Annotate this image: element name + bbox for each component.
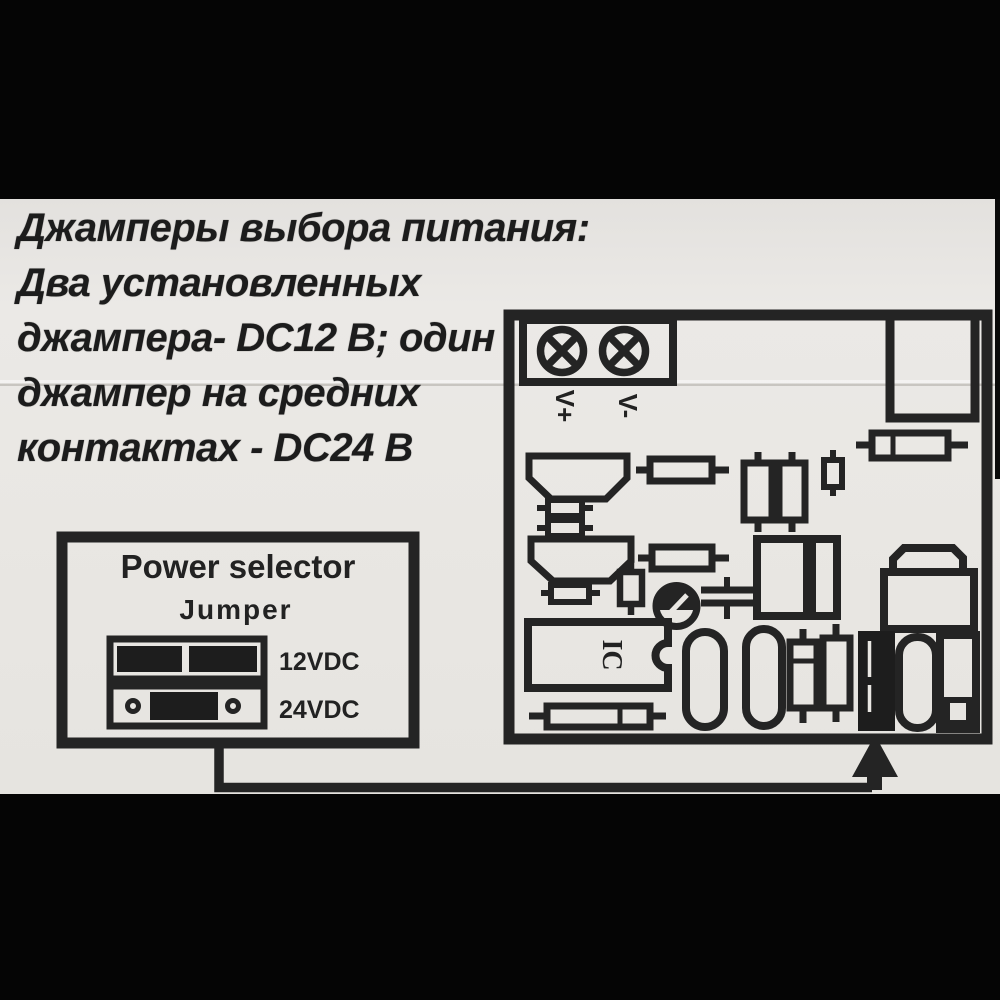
power-selector-title: Power selector: [121, 548, 356, 585]
photo-edge-artifact: [995, 199, 1000, 479]
connector-line: [214, 747, 872, 793]
power-selector-box: Power selector Jumper 12VDC 24VDC: [56, 531, 420, 749]
component-right-box: [936, 631, 980, 733]
terminal-block-body: [519, 316, 677, 386]
diode-vertical-1: [616, 561, 646, 615]
instruction-line-1: Джамперы выбора питания:: [17, 206, 590, 250]
resistor-mid-2: [638, 543, 729, 573]
paper-crease: [0, 380, 1000, 386]
instruction-line-3: джампера- DC12 В; один: [17, 316, 495, 360]
arrow-up-icon: [852, 735, 898, 777]
jumper-row-12vdc: [106, 635, 268, 683]
resistor-bottom-long: [529, 702, 666, 731]
ic-label: IC: [596, 639, 627, 670]
relay-block-small: [808, 535, 841, 620]
screw-terminal-negative-icon: [598, 325, 650, 377]
screw-terminal-positive-icon: [536, 325, 588, 377]
capacitor-oval-2: [742, 625, 786, 730]
label-24vdc: 24VDC: [279, 696, 360, 724]
resistor-vertical-a: [740, 452, 776, 532]
ic-chip: IC: [524, 618, 672, 692]
relay-block-large: [753, 535, 811, 620]
connector-arrow: [214, 735, 898, 793]
instruction-line-2: Два установленных: [17, 261, 421, 305]
pcb-board: V+ V-: [503, 309, 993, 745]
jumper-instructions-text: Джамперы выбора питания: Два установленн…: [17, 201, 590, 476]
transistor-2: [527, 535, 635, 585]
terminal-label-v-plus: V+: [550, 390, 580, 423]
jumper-header-12vdc: [106, 635, 268, 683]
pcb-outline: [503, 309, 993, 745]
instruction-line-4: джампер на средних: [17, 371, 420, 415]
jumper-pin-left: [125, 698, 141, 714]
jumper-row-24vdc: [106, 682, 268, 730]
trimmer-icon: [652, 582, 701, 630]
resistor-small-1: [537, 497, 593, 519]
power-jumper-block: [858, 631, 895, 731]
label-12vdc: 12VDC: [279, 648, 360, 676]
capacitor-oval-1: [682, 628, 728, 731]
jumper-label: Jumper: [179, 594, 292, 625]
instruction-line-5: контактах - DC24 В: [17, 426, 413, 470]
resistor-bottom-v1: [786, 629, 821, 723]
resistor-vertical-b: [775, 452, 809, 532]
jumper-shunt-left: [117, 646, 182, 672]
jumper-header-24vdc: [106, 682, 268, 730]
jumper-shunt-right: [189, 646, 257, 672]
resistor-top-right: [856, 429, 968, 462]
capacitor-icon: [701, 577, 754, 619]
jumper-pin-right: [225, 698, 241, 714]
resistor-mid-1: [636, 455, 729, 485]
resistor-small-2: [537, 517, 593, 539]
component-top-right-box: [885, 311, 980, 423]
resistor-bottom-v2: [819, 624, 854, 722]
buzzer-component: [880, 544, 978, 633]
transistor-1: [525, 452, 631, 503]
power-selector-border: [56, 531, 420, 749]
jumper-shunt-middle: [150, 692, 218, 720]
ic-outline: [524, 618, 672, 692]
terminal-block: V+ V-: [519, 316, 677, 423]
resistor-small-3: [541, 582, 600, 605]
terminal-label-v-minus: V-: [613, 394, 643, 419]
capacitor-oval-3: [895, 633, 940, 732]
diode-vertical-2: [821, 450, 845, 496]
